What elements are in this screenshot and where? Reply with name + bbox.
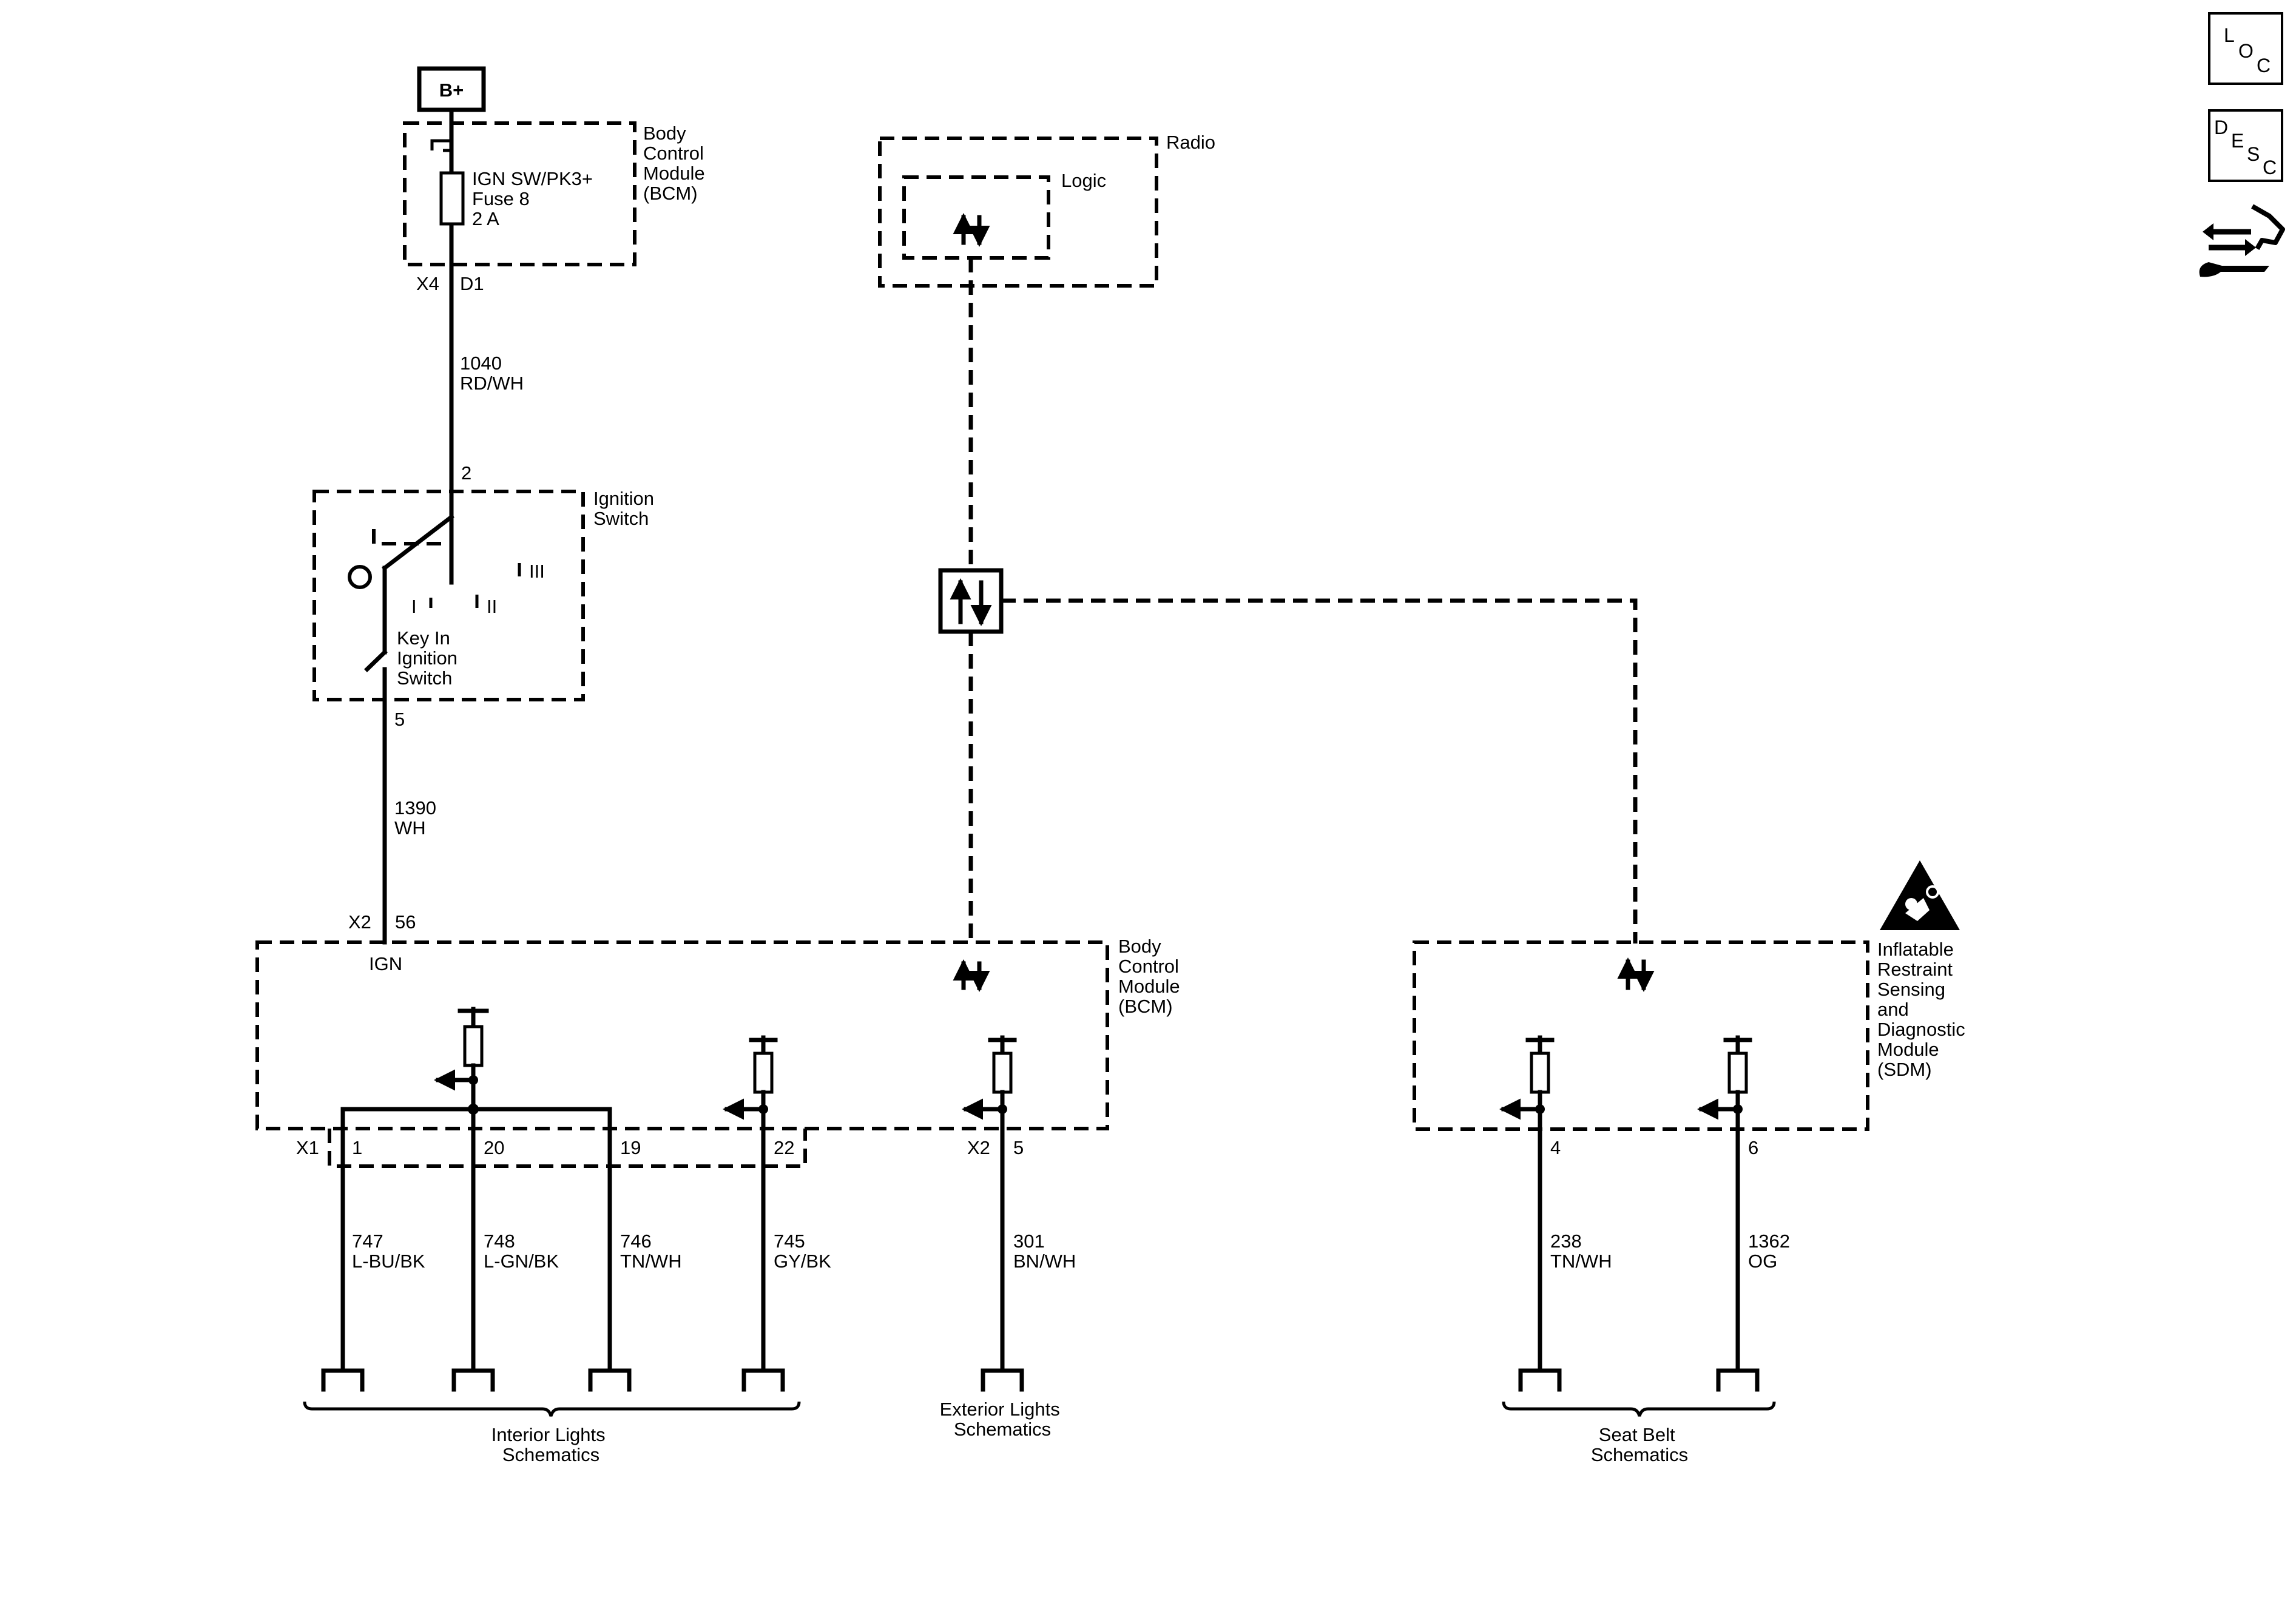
ignition-pos-3: III: [529, 561, 545, 582]
destination-brackets: [303, 1401, 1776, 1417]
bcm-ign-connector: X2: [348, 911, 371, 933]
interior-lights-destination[interactable]: Interior Lights Schematics: [491, 1424, 610, 1465]
bcm-top-pin: D1: [460, 273, 484, 294]
radio-module: [878, 137, 1158, 570]
desc-letter-e: E: [2231, 130, 2244, 152]
connector-repair-button[interactable]: [2199, 204, 2285, 277]
wire-238-label: 238 TN/WH: [1550, 1230, 1612, 1272]
fuse-label: IGN SW/PK3+ Fuse 8 2 A: [472, 168, 598, 229]
desc-button[interactable]: D E S C: [2208, 109, 2283, 182]
bcm-main: [255, 735, 1109, 1371]
ignition-pos-1: I: [411, 596, 417, 617]
ignition-bottom-pin: 5: [394, 709, 405, 730]
ignition-top-pin: 2: [461, 462, 471, 484]
bcm-x1-pin-20: 20: [484, 1137, 504, 1158]
wire-1040-color: RD/WH: [460, 373, 524, 394]
sdm-title: Inflatable Restraint Sensing and Diagnos…: [1877, 939, 1970, 1080]
key-cylinder-icon: [348, 565, 372, 589]
key-in-label: Key In Ignition Switch: [397, 627, 463, 689]
sdm-pin-4: 4: [1550, 1137, 1561, 1158]
wire-301-label: 301 BN/WH: [1013, 1230, 1076, 1272]
connector-icon: [2203, 204, 2285, 256]
wire-1390-color: WH: [394, 817, 426, 839]
bcm-ign-pin: 56: [395, 911, 416, 933]
bcm-x1-pin-19: 19: [620, 1137, 641, 1158]
loc-letter-c: C: [2257, 55, 2271, 76]
airbag-warning-icon: [1880, 860, 1960, 930]
desc-letter-c: C: [2263, 157, 2277, 178]
bcm-top-connector: X4: [416, 273, 439, 294]
radio-title: Radio: [1166, 132, 1215, 153]
serial-data-splice: [938, 568, 1638, 944]
wire-1362-label: 1362 OG: [1748, 1230, 1795, 1272]
radio-logic-label: Logic: [1061, 170, 1106, 191]
bcm-x1-pin-1: 1: [352, 1137, 362, 1158]
wire-745-label: 745 GY/BK: [774, 1230, 831, 1272]
ignition-switch: [312, 490, 585, 740]
wire-terminations: [321, 1368, 1760, 1392]
bcm-x2-pin-5: 5: [1013, 1137, 1024, 1158]
b-plus-supply: B+: [417, 66, 486, 112]
exterior-lights-destination[interactable]: Exterior Lights Schematics: [940, 1399, 1065, 1440]
seat-belt-destination[interactable]: Seat Belt Schematics: [1591, 1424, 1688, 1465]
b-plus-label: B+: [439, 79, 464, 101]
loc-button[interactable]: L O C: [2208, 12, 2283, 85]
sdm-pin-6: 6: [1748, 1137, 1758, 1158]
ignition-pos-2: II: [487, 596, 497, 617]
bcm-ign-label: IGN: [369, 953, 402, 974]
wire-1040-circuit: 1040: [460, 353, 502, 374]
bcm-x2-label: X2: [967, 1137, 990, 1158]
desc-letter-s: S: [2247, 143, 2260, 165]
wire-746-label: 746 TN/WH: [620, 1230, 682, 1272]
wrench-icon: [2199, 262, 2269, 277]
wire-748-label: 748 L-GN/BK: [484, 1230, 559, 1272]
bcm-x1-pin-22: 22: [774, 1137, 794, 1158]
ignition-switch-title: Ignition Switch: [593, 488, 660, 529]
wire-747-label: 747 L-BU/BK: [352, 1230, 425, 1272]
desc-letter-d: D: [2214, 116, 2229, 138]
bcm-x1-label: X1: [296, 1137, 319, 1158]
bcm-top-title: Body Control Module (BCM): [643, 123, 710, 204]
loc-letter-o: O: [2238, 40, 2254, 62]
wire-1390-circuit: 1390: [394, 797, 436, 819]
bcm-fuse-block: [403, 107, 636, 585]
sdm-module: [1413, 860, 1960, 1371]
bcm-main-title: Body Control Module (BCM): [1118, 936, 1185, 1017]
loc-letter-l: L: [2224, 24, 2235, 46]
